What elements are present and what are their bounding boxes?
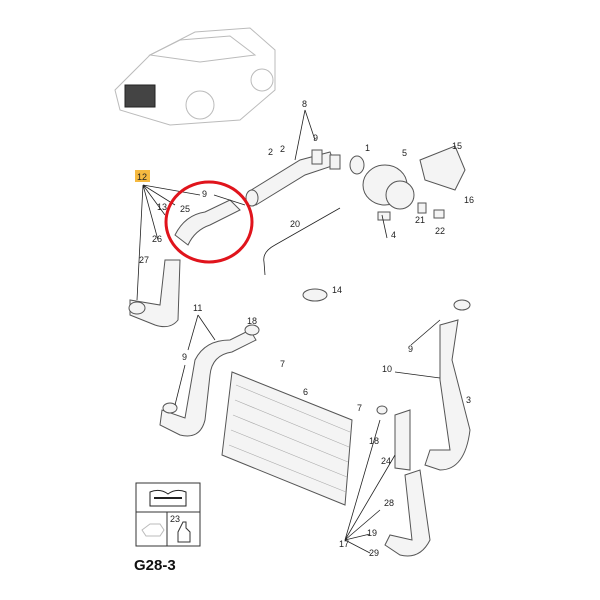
label-25: 25: [180, 204, 190, 214]
label-27: 27: [139, 255, 149, 265]
charge-pipe-upper: [245, 149, 341, 207]
label-16: 16: [464, 195, 474, 205]
hose-25: [174, 199, 241, 246]
hose-24: [394, 409, 411, 471]
highlight-box-12: [135, 170, 150, 182]
label-23: 23: [170, 514, 180, 524]
label-18: 18: [369, 436, 379, 446]
manual-wrench-icon: [149, 489, 187, 507]
label-17: 17: [339, 539, 349, 549]
label-7: 7: [280, 359, 285, 369]
label-7: 7: [357, 403, 362, 413]
legend-box: 23: [135, 482, 201, 547]
label-13: 13: [157, 202, 167, 212]
hose-10: [424, 319, 471, 471]
label-14: 14: [332, 285, 342, 295]
label-15: 15: [452, 141, 462, 151]
highlight-circle: [164, 180, 254, 264]
label-22: 22: [435, 226, 445, 236]
label-9: 9: [202, 189, 207, 199]
label-3: 3: [466, 395, 471, 405]
label-29: 29: [369, 548, 379, 558]
label-28: 28: [384, 498, 394, 508]
label-24: 24: [381, 456, 391, 466]
bracket: [417, 202, 427, 214]
clip: [433, 209, 445, 219]
intercooler: [221, 371, 353, 506]
label-10: 10: [382, 364, 392, 374]
label-2: 2: [268, 147, 273, 157]
label-21: 21: [415, 215, 425, 225]
label-9: 9: [408, 344, 413, 354]
label-9: 9: [182, 352, 187, 362]
vehicle-sketch: [114, 27, 276, 126]
label-18: 18: [247, 316, 257, 326]
heat-shield: [419, 145, 466, 191]
tube: [263, 207, 341, 276]
label-1: 1: [365, 143, 370, 153]
hose-11: [159, 329, 257, 437]
oil-can-icon: [141, 523, 165, 537]
sealant-bottle-icon: [177, 521, 191, 543]
label-9: 9: [313, 133, 318, 143]
label-19: 19: [367, 528, 377, 538]
label-6: 6: [303, 387, 308, 397]
bolt: [381, 214, 388, 239]
label-26: 26: [152, 234, 162, 244]
label-2: 2: [280, 144, 285, 154]
leader-lines: [136, 109, 441, 554]
label-4: 4: [391, 230, 396, 240]
turbocharger: [349, 155, 415, 221]
label-5: 5: [402, 148, 407, 158]
clamp: [302, 288, 328, 302]
label-8: 8: [302, 99, 307, 109]
hose-28: [384, 469, 431, 557]
label-12: 12: [137, 172, 147, 182]
diagram-code: G28-3: [134, 557, 176, 574]
label-20: 20: [290, 219, 300, 229]
label-11: 11: [193, 303, 202, 313]
